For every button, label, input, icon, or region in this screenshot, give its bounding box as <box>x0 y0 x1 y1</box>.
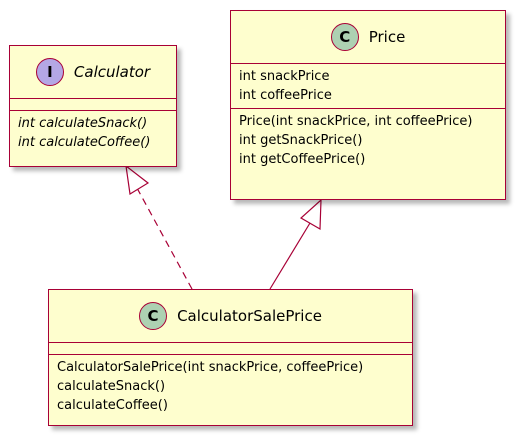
calculator-sale-price-name: CalculatorSalePrice <box>177 307 322 325</box>
attribute-row: int coffeePrice <box>239 88 332 103</box>
price-header: C Price <box>231 11 505 63</box>
attribute-row: int snackPrice <box>239 69 330 84</box>
calculator-name: Calculator <box>73 63 151 81</box>
calculator-interface-box[interactable]: I Calculator int calculateSnack() int ca… <box>9 45 177 167</box>
method-row: calculateCoffee() <box>57 398 168 413</box>
method-row: int getSnackPrice() <box>239 133 363 148</box>
calculator-attributes-section <box>10 98 176 110</box>
price-class-box[interactable]: C Price int snackPrice int coffeePrice P… <box>230 10 506 200</box>
calculator-sale-price-class-box[interactable]: C CalculatorSalePrice CalculatorSalePric… <box>48 289 413 426</box>
method-row: int getCoffeePrice() <box>239 152 366 167</box>
calculator-sale-price-header: C CalculatorSalePrice <box>49 290 412 342</box>
realization-arrowhead <box>125 164 150 195</box>
calculator-methods-section: int calculateSnack() int calculateCoffee… <box>10 110 176 155</box>
price-methods-section: Price(int snackPrice, int coffeePrice) i… <box>231 108 505 172</box>
calculator-header: I Calculator <box>10 46 176 98</box>
method-row: int calculateSnack() <box>18 116 148 131</box>
calculator-sale-price-attributes-section <box>49 342 412 354</box>
method-row: Price(int snackPrice, int coffeePrice) <box>239 114 473 129</box>
generalization-line <box>269 222 311 290</box>
class-badge-icon: C <box>139 302 168 330</box>
interface-badge-icon: I <box>35 58 64 86</box>
price-attributes-section: int snackPrice int coffeePrice <box>231 63 505 108</box>
method-row: calculateSnack() <box>57 379 166 394</box>
calculator-sale-price-methods-section: CalculatorSalePrice(int snackPrice, coff… <box>49 354 412 418</box>
class-badge-icon: C <box>330 23 359 51</box>
method-row: CalculatorSalePrice(int snackPrice, coff… <box>57 360 364 375</box>
generalization-arrowhead <box>299 198 322 231</box>
realization-line <box>136 187 193 290</box>
method-row: int calculateCoffee() <box>18 135 151 150</box>
price-name: Price <box>368 28 406 46</box>
